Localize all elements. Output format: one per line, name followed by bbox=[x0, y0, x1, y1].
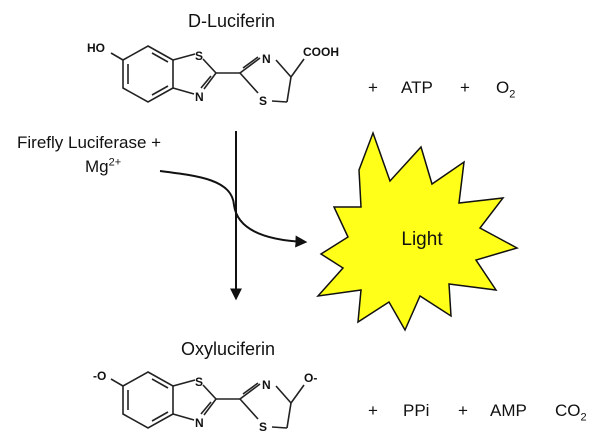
oxygen-subscript: 2 bbox=[509, 88, 516, 101]
bond-c-n bbox=[203, 72, 217, 90]
product-name: Oxyluciferin bbox=[181, 339, 276, 359]
bond-s-c-ring2 bbox=[239, 72, 259, 94]
bond-c-n-ring2 bbox=[239, 57, 261, 74]
light-emission-arrow bbox=[159, 170, 308, 248]
oxyluciferin-atom-labels: -O S N N S O- bbox=[93, 369, 317, 434]
benzene-double-bond bbox=[151, 85, 169, 96]
carboxyl-text: COOH bbox=[303, 45, 339, 59]
benzene-ring bbox=[122, 371, 174, 429]
cofactor-label: Mg2+ bbox=[85, 157, 121, 177]
nitrogen-1-text: N bbox=[195, 90, 204, 104]
bond-c-n-ring2-double bbox=[242, 56, 259, 69]
luciferin-atom-labels: HO S N N S COOH bbox=[87, 41, 339, 108]
bond-c-ch2 bbox=[286, 402, 292, 429]
plus-sign-1: + bbox=[368, 78, 378, 97]
bond-n-c bbox=[172, 87, 195, 95]
oxide-bond-right bbox=[290, 384, 305, 404]
co2-label: CO2 bbox=[555, 401, 587, 424]
co2-subscript: 2 bbox=[580, 411, 587, 424]
amp-label: AMP bbox=[490, 401, 527, 420]
light-text: Light bbox=[401, 229, 443, 250]
oxide-left-text: -O bbox=[93, 369, 106, 383]
oxide-right-text: O- bbox=[304, 371, 317, 385]
luciferin-structure bbox=[110, 45, 305, 103]
ppi-label: PPi bbox=[403, 401, 430, 420]
cofactor-charge: 2+ bbox=[108, 156, 122, 169]
plus-sign-2: + bbox=[460, 78, 470, 97]
benzene-ring bbox=[122, 45, 174, 103]
benzene-double-bond bbox=[151, 378, 169, 389]
bond-n-ch bbox=[275, 59, 292, 78]
bond-c-n bbox=[203, 398, 217, 416]
plus-sign-3: + bbox=[368, 401, 378, 420]
light-starburst bbox=[316, 130, 519, 332]
sulfur-1-text: S bbox=[195, 375, 203, 389]
bond-n-c bbox=[172, 413, 195, 421]
reactant-name: D-Luciferin bbox=[188, 11, 276, 31]
oxygen-label: O2 bbox=[496, 78, 516, 101]
enzyme-label: Firefly Luciferase + bbox=[17, 133, 162, 152]
sulfur-1-text: S bbox=[195, 49, 203, 63]
bond-s-c bbox=[202, 58, 217, 74]
bond-s-c bbox=[202, 384, 217, 400]
bond-c-s bbox=[172, 53, 196, 61]
oxygen-main: O bbox=[496, 78, 510, 97]
benzene-double-bond bbox=[151, 52, 169, 63]
bond-ch-ch2 bbox=[286, 76, 292, 103]
nitrogen-2-text: N bbox=[262, 52, 271, 66]
sulfur-2-text: S bbox=[259, 94, 267, 108]
bond-ch2-s bbox=[271, 100, 288, 103]
nitrogen-2-text: N bbox=[262, 378, 271, 392]
sulfur-2-text: S bbox=[259, 420, 267, 434]
bond-c-n-ring2-double bbox=[242, 382, 259, 395]
nitrogen-1-text: N bbox=[195, 416, 204, 430]
oxyluciferin-structure bbox=[110, 371, 305, 429]
bond-c-n-ring2 bbox=[239, 383, 261, 400]
carboxyl-bond bbox=[290, 58, 305, 78]
bond-c-s bbox=[172, 379, 196, 387]
bond-s-c-ring2 bbox=[239, 398, 259, 420]
plus-sign-4: + bbox=[458, 401, 468, 420]
bond-c-n-double bbox=[200, 75, 212, 89]
oxide-bond-left bbox=[110, 378, 124, 387]
bond-n-c bbox=[275, 385, 292, 404]
atp-label: ATP bbox=[401, 78, 433, 97]
benzene-double-bond bbox=[151, 411, 169, 422]
co2-main: CO bbox=[555, 401, 581, 420]
hydroxyl-text: HO bbox=[87, 41, 105, 55]
cofactor-main: Mg bbox=[85, 157, 109, 176]
bond-ch2-s bbox=[271, 426, 288, 429]
bond-c-n-double bbox=[200, 401, 212, 415]
hydroxyl-bond bbox=[110, 52, 124, 61]
